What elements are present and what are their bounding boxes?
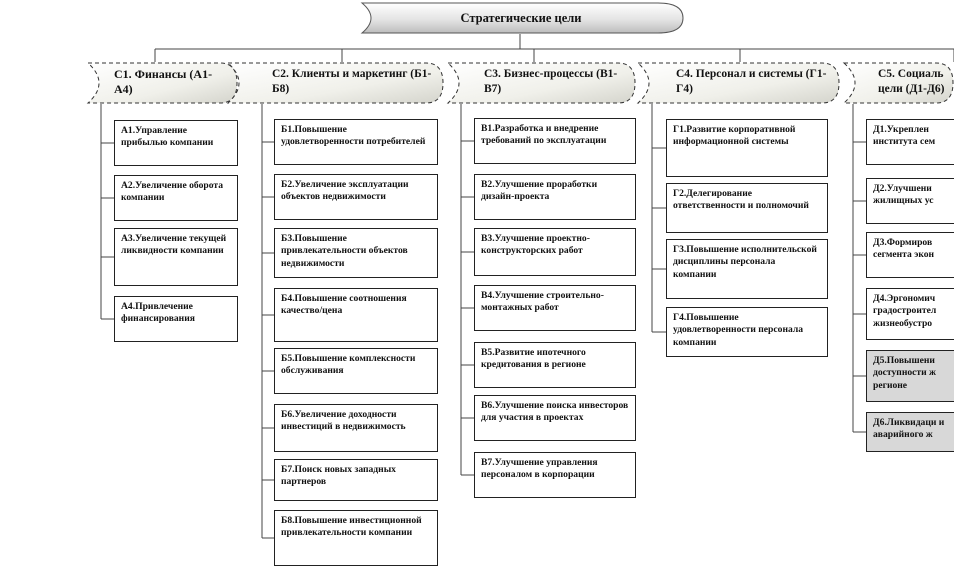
- root-node: Стратегические цели: [358, 2, 684, 34]
- header-c3: С3. Бизнес-процессы (В1-В7): [446, 62, 636, 104]
- goal-g2: Г2.Делегирование ответственности и полно…: [666, 183, 828, 233]
- goal-d2: Д2.Улучшени жилищных ус: [866, 178, 954, 224]
- goal-d4: Д4.Эргономич градостроител жизнеобустро: [866, 288, 954, 340]
- goal-d6: Д6.Ликвидаци и аварийного ж: [866, 412, 954, 452]
- header-c4-label: С4. Персонал и системы (Г1-Г4): [676, 68, 827, 95]
- goal-b3: Б3.Повышение привлекательности объектов …: [274, 228, 438, 278]
- goal-g1: Г1.Развитие корпоративной информационной…: [666, 119, 828, 177]
- goal-g4: Г4.Повышение удовлетворенности персонала…: [666, 307, 828, 357]
- goal-v3: В3.Улучшение проектно-конструкторских ра…: [474, 228, 636, 276]
- goal-b6: Б6.Увеличение доходности инвестиций в не…: [274, 404, 438, 452]
- goal-a1: А1.Управление прибылью компании: [114, 120, 238, 166]
- header-c1-label: С1. Финансы (А1-А4): [114, 67, 213, 96]
- header-c5: С5. Социаль цели (Д1-Д6): [842, 62, 954, 104]
- goal-d5: Д5.Повышени доступности ж регионе: [866, 350, 954, 402]
- goal-v4: В4.Улучшение строительно-монтажных работ: [474, 285, 636, 331]
- goal-v5: В5.Развитие ипотечного кредитования в ре…: [474, 342, 636, 388]
- goal-v2: В2.Улучшение проработки дизайн-проекта: [474, 174, 636, 220]
- goal-b5: Б5.Повышение комплексности обслуживания: [274, 348, 438, 394]
- header-c3-label: С3. Бизнес-процессы (В1-В7): [484, 68, 618, 95]
- goal-b7: Б7.Поиск новых западных партнеров: [274, 459, 438, 501]
- header-c2-label: С2. Клиенты и маркетинг (Б1-Б8): [272, 68, 432, 95]
- goal-a4: А4.Привлечение финансирования: [114, 296, 238, 342]
- goal-b1: Б1.Повышение удовлетворенности потребите…: [274, 119, 438, 165]
- header-c2: С2. Клиенты и маркетинг (Б1-Б8): [226, 62, 444, 104]
- header-c1: С1. Финансы (А1-А4): [86, 62, 238, 104]
- goal-a3: А3.Увеличение текущей ликвидности компан…: [114, 228, 238, 286]
- goal-g3: Г3.Повышение исполнительской дисциплины …: [666, 239, 828, 299]
- goal-a2: А2.Увеличение оборота компании: [114, 175, 238, 221]
- goal-d3: Д3.Формиров сегмента экон: [866, 232, 954, 278]
- goal-v1: В1.Разработка и внедрение требований по …: [474, 118, 636, 164]
- goal-b4: Б4.Повышение соотношения качество/цена: [274, 288, 438, 342]
- root-title: Стратегические цели: [460, 10, 582, 25]
- goal-b2: Б2.Увеличение эксплуатации объектов недв…: [274, 174, 438, 220]
- header-c4: С4. Персонал и системы (Г1-Г4): [636, 62, 840, 104]
- goal-v6: В6.Улучшение поиска инвесторов для участ…: [474, 395, 636, 441]
- header-c5-label: С5. Социаль цели (Д1-Д6): [878, 68, 945, 95]
- goal-v7: В7.Улучшение управления персоналом в кор…: [474, 452, 636, 498]
- goal-b8: Б8.Повышение инвестиционной привлекатель…: [274, 510, 438, 566]
- goal-d1: Д1.Укреплен института сем: [866, 119, 954, 165]
